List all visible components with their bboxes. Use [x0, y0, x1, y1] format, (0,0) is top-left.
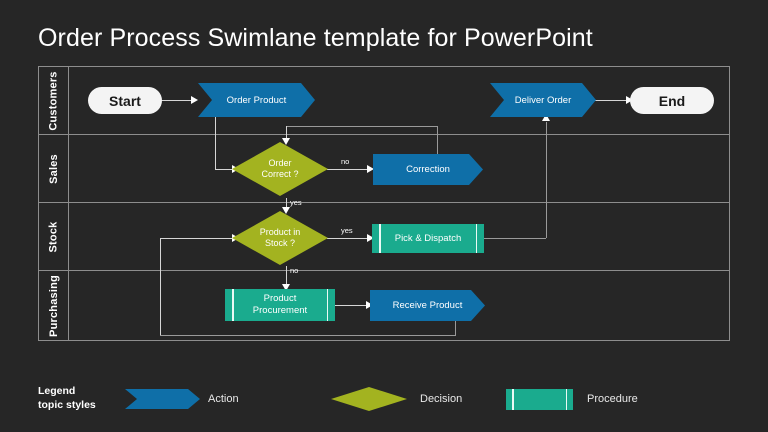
node-product-procurement[interactable]: Product Procurement	[225, 289, 335, 321]
edge-label-no-order-correct: no	[341, 157, 350, 166]
node-order-product[interactable]: Order Product	[198, 83, 315, 117]
page-title: Order Process Swimlane template for Powe…	[38, 24, 593, 52]
arrowhead-receive-product	[366, 300, 373, 309]
connector-order-product-down	[215, 114, 216, 169]
node-receive-product[interactable]: Receive Product	[370, 290, 485, 321]
legend-swatch-action	[125, 389, 200, 409]
product-in-stock-line2: Stock ?	[264, 238, 295, 248]
lane-label-customers: Customers	[39, 67, 69, 134]
connector-correction-down-to-decision	[286, 126, 287, 140]
connector-pick-to-right	[484, 238, 546, 239]
edge-label-yes-in-stock: yes	[341, 226, 353, 235]
edge-label-yes-order-correct: yes	[290, 198, 302, 207]
product-procurement-line1: Product	[263, 293, 297, 305]
arrowhead-deliver-order-bottom	[541, 114, 550, 121]
arrowhead-correction	[367, 164, 374, 173]
node-deliver-order[interactable]: Deliver Order	[490, 83, 596, 117]
connector-decision-yes-down	[286, 198, 287, 210]
connector-deliver-to-end	[593, 100, 627, 101]
legend-title-line1: Legend	[38, 385, 76, 397]
arrowhead-pick-dispatch	[367, 233, 374, 242]
connector-correction-up	[437, 126, 438, 155]
lane-label-stock: Stock	[39, 203, 69, 270]
swimlane-stock: Stock	[39, 203, 729, 271]
order-correct-line2: Correct ?	[261, 169, 299, 179]
order-correct-line1: Order	[268, 157, 292, 168]
connector-order-product-to-decision	[215, 169, 233, 170]
legend-title: Legend topic styles	[38, 384, 96, 412]
connector-start-to-order-product	[161, 100, 192, 101]
legend-label-action: Action	[208, 393, 239, 405]
node-start[interactable]: Start	[88, 87, 162, 114]
node-pick-and-dispatch[interactable]: Pick & Dispatch	[372, 224, 484, 253]
connector-stock-yes-to-pick	[327, 238, 368, 239]
arrowhead-end	[626, 95, 633, 104]
connector-receive-up	[160, 238, 161, 335]
node-end[interactable]: End	[630, 87, 714, 114]
swimlane-frame: Customers Sales Stock Purchasing	[38, 66, 730, 341]
swimlane-sales: Sales	[39, 135, 729, 203]
product-in-stock-line1: Product in	[259, 226, 301, 237]
legend: Legend topic styles Action Decision Proc…	[38, 382, 738, 416]
swimlane-purchasing: Purchasing	[39, 271, 729, 340]
connector-correction-left	[286, 126, 438, 127]
connector-receive-left	[160, 335, 456, 336]
arrowhead-product-in-stock-top	[281, 207, 290, 214]
swimlane-customers: Customers	[39, 67, 729, 135]
connector-stock-no-down	[286, 266, 287, 287]
connector-procurement-to-receive	[333, 305, 367, 306]
connector-decision-no-to-correction	[327, 169, 368, 170]
arrowhead-order-product	[191, 95, 198, 104]
lane-label-sales: Sales	[39, 135, 69, 202]
connector-receive-down	[455, 321, 456, 335]
arrowhead-product-procurement-top	[281, 284, 290, 291]
legend-swatch-procedure	[506, 389, 573, 410]
connector-pick-up-to-deliver	[546, 122, 547, 238]
arrowhead-order-correct-top	[281, 138, 290, 145]
legend-label-procedure: Procedure	[587, 393, 638, 405]
product-procurement-line2: Procurement	[252, 305, 308, 316]
lane-label-purchasing: Purchasing	[39, 271, 69, 340]
legend-title-line2: topic styles	[38, 399, 96, 412]
edge-label-no-in-stock: no	[290, 266, 299, 275]
legend-swatch-decision	[331, 387, 407, 411]
connector-receive-to-stock-decision	[160, 238, 233, 239]
legend-label-decision: Decision	[420, 393, 463, 405]
node-correction[interactable]: Correction	[373, 154, 483, 185]
